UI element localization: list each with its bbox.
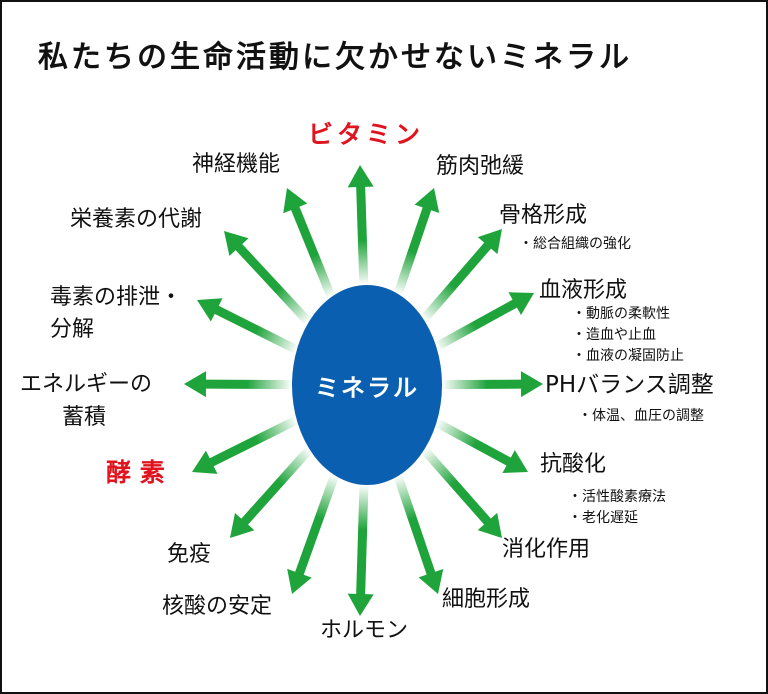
label-digestion: 消化作用 xyxy=(502,537,591,562)
label-immunity: 免疫 xyxy=(167,542,212,567)
arrow-head-toxin xyxy=(197,298,223,322)
antioxidant-item: ・老化遅延 xyxy=(568,510,638,526)
arrow-head-energy xyxy=(184,371,207,398)
label-vitamin: ビタミン xyxy=(308,120,425,149)
mineral-ellipse xyxy=(292,285,442,485)
arrow-shaft-cell xyxy=(393,474,436,577)
bone-item: ・総合組織の強化 xyxy=(519,236,631,252)
label-blood: 血液形成 xyxy=(539,278,628,303)
arrow-shaft-nucleic xyxy=(294,473,339,577)
blood-item: ・造血や止血 xyxy=(572,327,656,343)
antioxidant-item: ・活性酸素療法 xyxy=(568,489,666,505)
arrow-head-immunity xyxy=(230,512,255,538)
arrow-shaft-muscle xyxy=(393,205,432,296)
arrow-shaft-enzyme xyxy=(207,415,299,468)
arrow-head-digestion xyxy=(477,512,502,538)
arrow-shaft-antioxidant xyxy=(434,418,513,467)
arrow-shaft-nutrient xyxy=(234,242,312,326)
arrow-shaft-vitamin xyxy=(356,184,369,286)
label-nerve: 神経機能 xyxy=(192,152,281,177)
label-nutrient: 栄養素の代謝 xyxy=(70,207,203,232)
arrow-head-ph xyxy=(520,371,543,398)
label-energy-1: エネルギーの xyxy=(20,372,153,397)
arrow-head-nucleic xyxy=(287,568,312,594)
arrow-shaft-toxin xyxy=(212,304,299,354)
label-hormone: ホルモン xyxy=(320,618,409,643)
label-bone: 骨格形成 xyxy=(499,203,588,228)
label-toxin-1: 毒素の排泄・ xyxy=(50,285,183,310)
blood-item: ・血液の凝固防止 xyxy=(572,348,684,364)
label-cell: 細胞形成 xyxy=(442,587,531,612)
ph-item: ・体温、血圧の調整 xyxy=(578,408,704,424)
arrow-shaft-bone xyxy=(420,241,493,323)
label-ph: PHバランス調整 xyxy=(545,372,714,398)
arrow-head-vitamin xyxy=(347,165,374,188)
page-title: 私たちの生命活動に欠かせないミネラル xyxy=(38,40,632,75)
blood-item: ・動脈の柔軟性 xyxy=(572,306,670,322)
arrow-head-nutrient xyxy=(224,231,249,256)
arrow-head-bone xyxy=(477,229,502,255)
label-muscle: 筋肉弛緩 xyxy=(436,154,525,179)
label-toxin-2: 分解 xyxy=(50,317,95,342)
label-energy-2: 蓄積 xyxy=(62,405,107,430)
arrow-shaft-digestion xyxy=(420,446,493,526)
label-enzyme: 酵 素 xyxy=(106,458,165,487)
arrow-head-muscle xyxy=(414,188,440,214)
label-nucleic: 核酸の安定 xyxy=(162,594,273,619)
center-label: ミネラル xyxy=(315,374,419,402)
arrow-shaft-hormone xyxy=(356,484,369,597)
arrow-head-enzyme xyxy=(192,450,218,474)
arrow-head-antioxidant xyxy=(502,450,528,473)
arrow-shaft-nerve xyxy=(290,204,336,299)
arrow-shaft-blood xyxy=(434,298,519,351)
arrow-head-hormone xyxy=(347,593,374,616)
arrow-head-cell xyxy=(418,568,444,594)
arrow-head-blood xyxy=(508,292,534,316)
label-antioxidant: 抗酸化 xyxy=(540,452,607,477)
arrow-head-nerve xyxy=(283,188,308,214)
arrow-shaft-immunity xyxy=(239,446,313,527)
